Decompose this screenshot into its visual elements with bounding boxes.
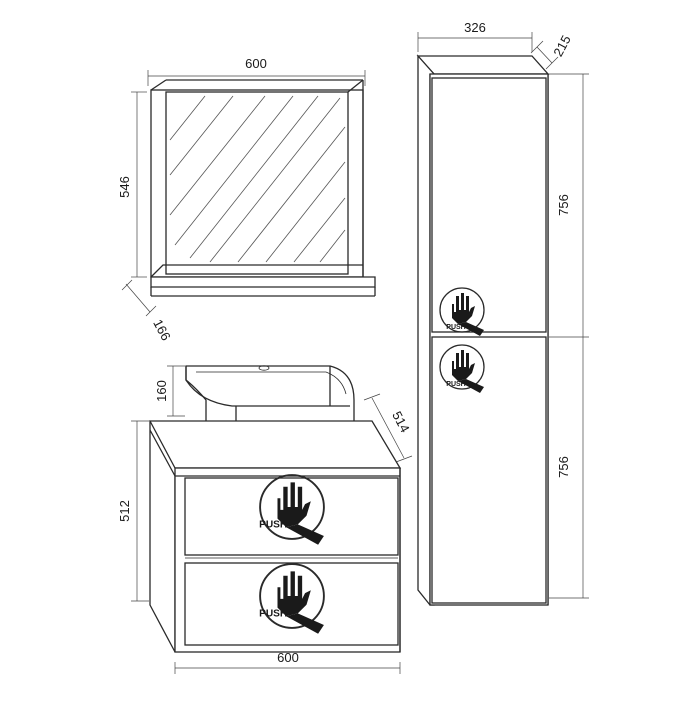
vanity-height-dimension: 512 [117,420,149,602]
mirror-glass-reflection [169,95,346,263]
tall-upper-push-icon: PUSH [439,287,485,336]
mirror-depth-dimension: 166 [121,279,174,343]
drawer-bottom-push-text: PUSH [259,608,287,619]
drain-hole [258,365,270,371]
tall-cabinet: PUSH PUSH 326 215 756 [416,20,589,606]
drawer-top [184,477,399,556]
tall-width-label: 326 [464,20,486,35]
basin-height-dimension: 160 [154,365,185,417]
mirror-height-label: 546 [117,176,132,198]
mirror-height-dimension: 546 [117,91,147,278]
drawer-bottom-push-icon: PUSH [259,563,325,634]
mirror-width-dimension: 600 [147,56,366,86]
tall-upper-height-label: 756 [556,194,571,216]
tall-width-dimension: 326 [417,20,533,52]
drawer-top-push-text: PUSH [259,519,287,530]
basin-depth-label: 514 [389,409,412,435]
vanity-width-label: 600 [277,650,299,665]
tall-depth-label: 215 [550,33,573,59]
tall-lower-push-icon: PUSH [439,344,485,393]
mirror: 600 546 166 [117,56,376,343]
mirror-depth-label: 166 [150,317,173,343]
basin-height-label: 160 [154,380,169,402]
tall-lower-height-dimension: 756 [549,337,589,599]
mirror-width-label: 600 [245,56,267,71]
tall-lower-push-text: PUSH [446,381,465,388]
vanity-cabinet: PUSH PUSH 512 600 [117,420,402,674]
tall-upper-door [431,77,547,333]
vanity-width-dimension: 600 [174,650,401,674]
tall-upper-push-text: PUSH [446,324,465,331]
drawer-top-push-icon: PUSH [259,474,325,545]
vanity-height-label: 512 [117,500,132,522]
drawer-bottom [184,562,399,646]
tall-lower-height-label: 756 [556,456,571,478]
tall-lower-door [431,336,547,604]
tall-upper-height-dimension: 756 [549,73,589,338]
